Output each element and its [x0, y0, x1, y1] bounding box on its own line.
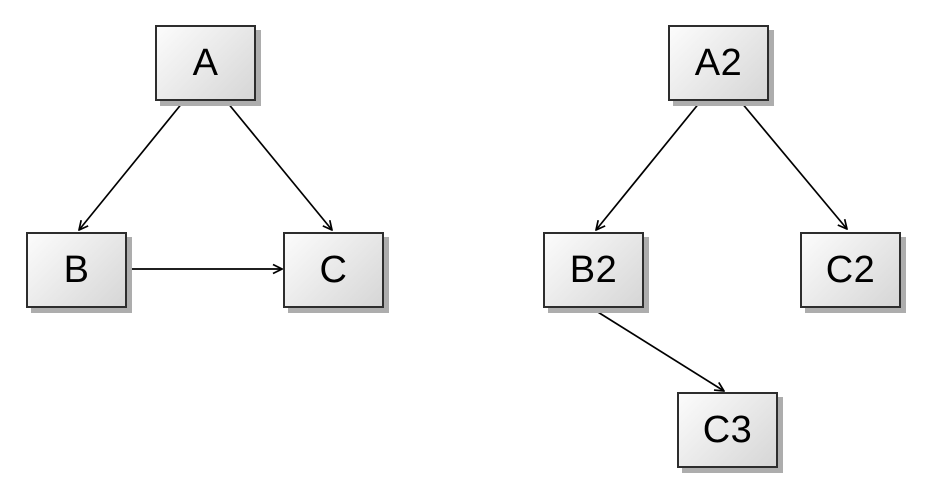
node-a[interactable]: A: [155, 25, 256, 101]
node-c[interactable]: C: [283, 232, 384, 308]
node-a2[interactable]: A2: [668, 25, 769, 101]
node-label: B: [63, 249, 90, 291]
node-label: A: [192, 42, 219, 84]
node-label: B2: [569, 249, 618, 291]
edge-a-c: [226, 101, 332, 230]
node-c2[interactable]: C2: [800, 232, 901, 308]
edge-a2-c2: [740, 101, 847, 229]
node-label: A2: [694, 42, 743, 84]
edge-a2-b2: [596, 101, 701, 230]
edge-b2-c3: [592, 308, 724, 391]
node-label: C3: [702, 409, 753, 451]
node-label: C2: [825, 249, 876, 291]
node-c3[interactable]: C3: [677, 392, 778, 468]
node-b2[interactable]: B2: [543, 232, 644, 308]
node-label: C: [319, 249, 348, 291]
edge-a-b: [79, 101, 184, 230]
node-b[interactable]: B: [26, 232, 127, 308]
